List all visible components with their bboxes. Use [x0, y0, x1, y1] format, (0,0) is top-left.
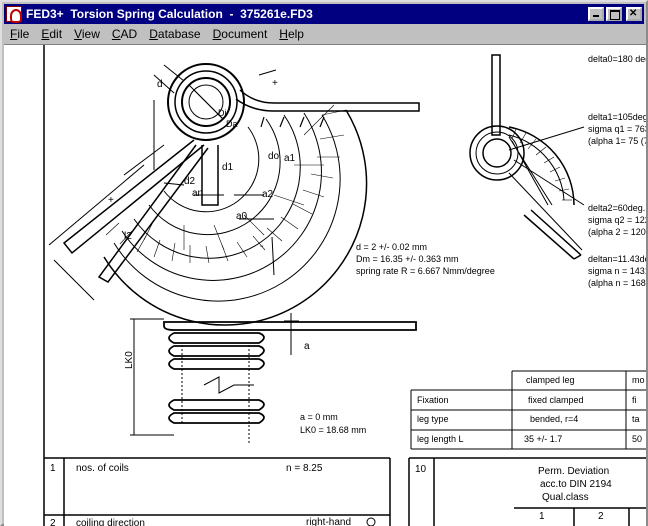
drawing-canvas[interactable]: d Di Da d1 d2 do a1 a2 an a0 l2 + + - a …	[4, 44, 646, 526]
menu-view[interactable]: View	[74, 26, 100, 41]
row-number-2: 2	[50, 518, 56, 526]
maximize-button[interactable]	[606, 7, 622, 21]
lk0-value-spec: LK0 = 18.68 mm	[300, 425, 367, 435]
menu-document[interactable]: Document	[212, 26, 268, 41]
leg-table-fixation-label: Fixation	[417, 395, 449, 405]
label-lk0: LK0	[124, 351, 135, 369]
sigma-q2-label: sigma q2 = 122	[588, 215, 646, 225]
menu-database[interactable]: Database	[149, 26, 201, 41]
menu-cad[interactable]: CAD	[111, 26, 138, 41]
qual-class-1: 1	[539, 511, 545, 522]
coils-value: n = 8.25	[286, 463, 323, 474]
qual-class-label: Qual.class	[542, 492, 589, 503]
label-a1: a1	[284, 153, 296, 164]
spring-front-view	[48, 63, 420, 326]
row-number-10: 10	[415, 464, 427, 475]
angle-diagram	[469, 54, 585, 260]
a-value-spec: a = 0 mm	[300, 412, 338, 422]
din-label: acc.to DIN 2194	[540, 479, 612, 490]
menu-help[interactable]: Help	[279, 26, 304, 41]
label-plus-top: +	[272, 78, 278, 89]
perm-deviation-title: Perm. Deviation	[538, 466, 610, 477]
coiling-direction-label: coiling direction	[76, 518, 145, 526]
app-icon[interactable]	[6, 6, 22, 23]
row-number-1: 1	[50, 463, 56, 474]
leg-table-legtype-value: bended, r=4	[530, 414, 579, 424]
sigma-n-label: sigma n = 1431	[588, 266, 646, 276]
technical-drawing	[43, 45, 646, 526]
window-title: FED3+ Torsion Spring Calculation - 37526…	[26, 7, 313, 21]
label-plus-left: +	[108, 195, 114, 206]
side-view-dimensions	[130, 313, 299, 443]
leg-table-fixation-value: fixed clamped	[528, 395, 584, 405]
coils-label: nos. of coils	[76, 463, 129, 474]
leg-table-leglength-value: 35 +/- 1.7	[524, 434, 563, 444]
close-button[interactable]	[626, 7, 642, 21]
alphan-label: (alpha n = 168.	[588, 278, 646, 288]
title-bar[interactable]: FED3+ Torsion Spring Calculation - 37526…	[4, 4, 644, 24]
leg-table-legtype-value2: ta	[632, 414, 640, 424]
leg-table-grid	[410, 370, 646, 450]
leg-table-leglength-label: leg length L	[417, 434, 464, 444]
menu-bar: File Edit View CAD Database Document Hel…	[4, 24, 644, 43]
mean-diameter-spec: Dm = 16.35 +/- 0.363 mm	[356, 254, 459, 264]
leg-table-header-mo: mo	[632, 375, 645, 385]
label-a0: a0	[236, 211, 248, 222]
wire-diameter-spec: d = 2 +/- 0.02 mm	[356, 242, 428, 252]
leg-table-fixation-value2: fi	[632, 395, 637, 405]
menu-file[interactable]: File	[10, 26, 30, 41]
delta1-label: delta1=105deg	[588, 112, 646, 122]
label-a2: a2	[262, 189, 274, 200]
delta2-label: delta2=60deg.	[588, 203, 646, 213]
label-an: an	[192, 188, 204, 199]
label-minus: -	[260, 241, 264, 252]
label-a-side: a	[304, 341, 310, 352]
minimize-button[interactable]	[588, 7, 604, 21]
coiling-direction-value: right-hand	[306, 517, 352, 526]
label-d: d	[157, 79, 163, 90]
alpha1-label: (alpha 1= 75 (7	[588, 136, 646, 146]
leg-table-legtype-label: leg type	[417, 414, 449, 424]
alpha2-label: (alpha 2 = 120	[588, 227, 646, 237]
qual-class-2: 2	[598, 511, 604, 522]
menu-edit[interactable]: Edit	[41, 26, 63, 41]
bottom-grid	[44, 457, 646, 526]
delta0-label: delta0=180 deg	[588, 54, 646, 64]
spring-rate-spec: spring rate R = 6.667 Nmm/degree	[356, 266, 495, 276]
spring-side-view	[163, 321, 417, 424]
deltan-label: deltan=11.43de	[588, 254, 646, 264]
leg-table-header-clamped: clamped leg	[526, 375, 575, 385]
leg-table-leglength-value2: 50	[632, 434, 643, 444]
sigma-q1-label: sigma q1 = 763	[588, 124, 646, 134]
label-l2: l2	[124, 231, 132, 242]
label-do: do	[268, 151, 280, 162]
label-d2: d2	[184, 176, 196, 187]
label-di: Di	[218, 108, 227, 118]
label-da: Da	[226, 119, 238, 129]
label-d1: d1	[222, 162, 234, 173]
